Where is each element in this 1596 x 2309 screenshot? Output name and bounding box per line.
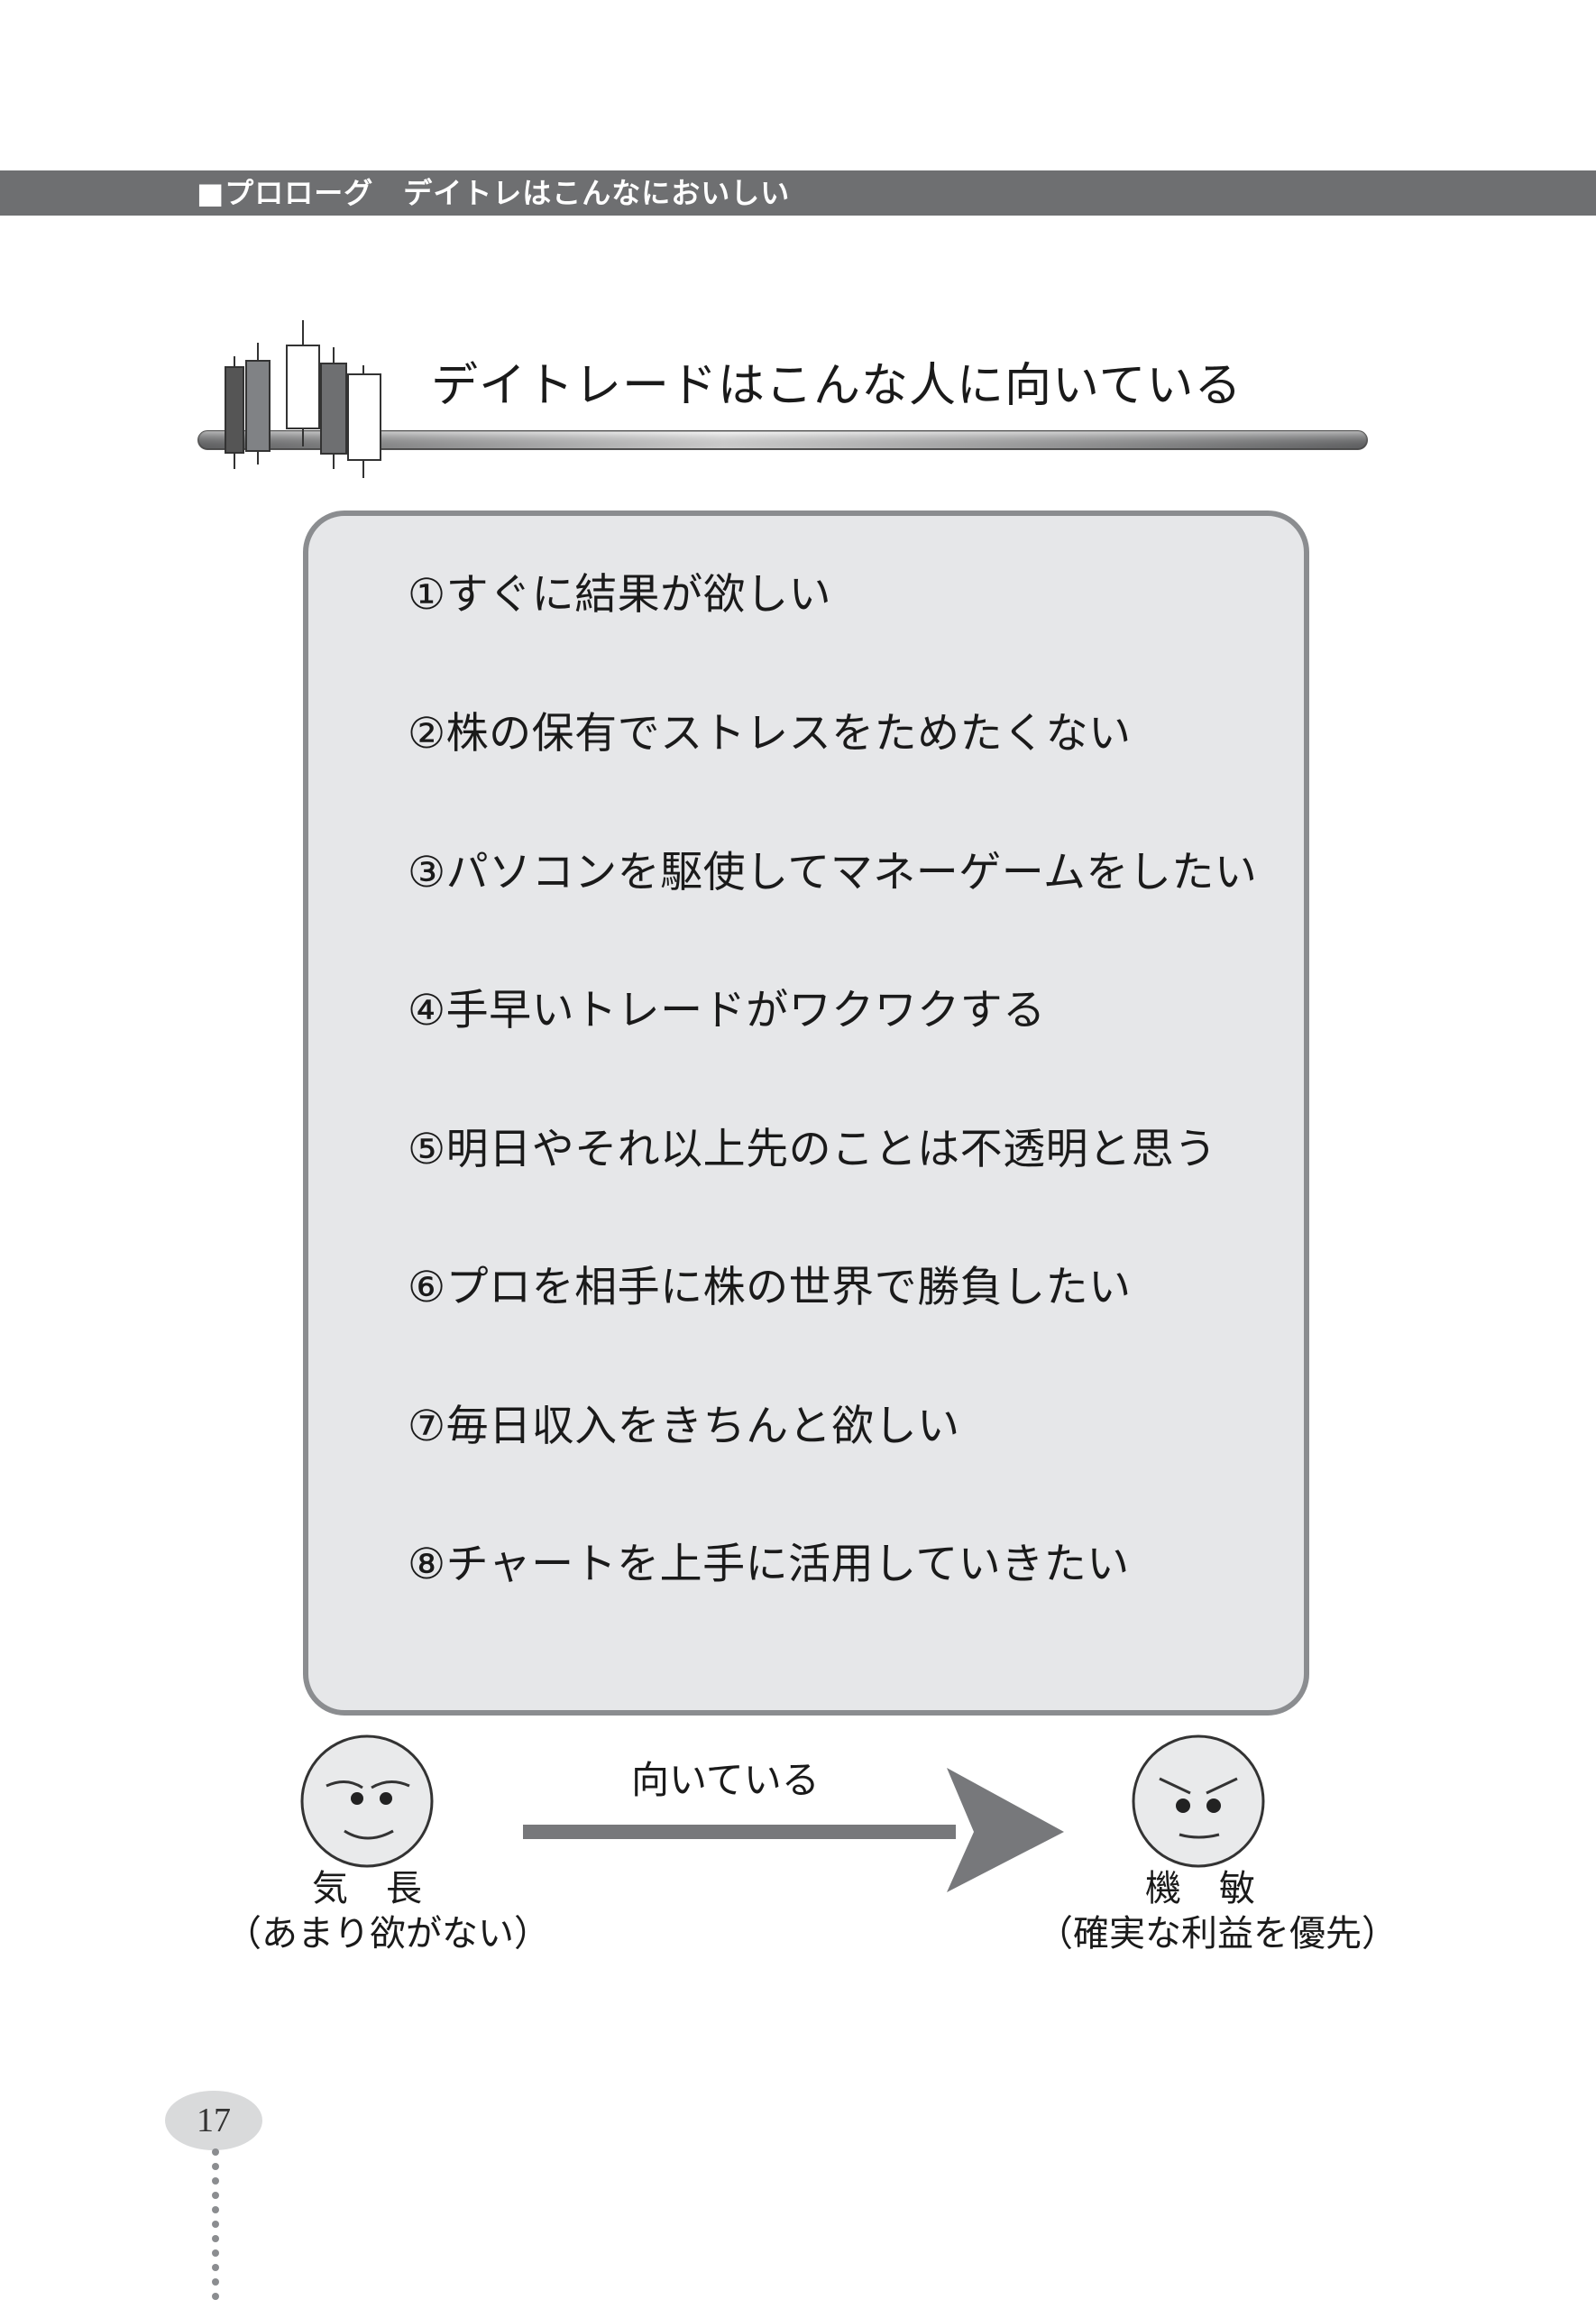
right-face-subtitle: （確実な利益を優先） [1037, 1913, 1398, 1955]
page-number: 17 [165, 2091, 262, 2150]
arrow-right-icon [523, 1768, 1064, 1892]
relaxed-face-icon [300, 1734, 434, 1868]
list-item: ①すぐに結果が欲しい [408, 570, 832, 620]
right-face-title: 機敏 [1145, 1868, 1293, 1909]
list-item: ⑤明日やそれ以上先のことは不透明と思う [408, 1125, 1217, 1174]
running-header-band [0, 170, 1596, 216]
list-item: ⑧チャートを上手に活用していきたい [408, 1540, 1130, 1589]
left-face-title: 気長 [312, 1868, 460, 1909]
list-item: ③パソコンを駆使してマネーゲームをしたい [408, 848, 1258, 897]
list-item: ⑥プロを相手に株の世界で勝負したい [408, 1263, 1132, 1312]
criteria-list-box: ①すぐに結果が欲しい ②株の保有でストレスをためたくない ③パソコンを駆使してマ… [303, 511, 1309, 1716]
dotted-line [212, 2148, 219, 2300]
left-face-subtitle: （あまり欲がない） [225, 1913, 550, 1955]
list-item: ②株の保有でストレスをためたくない [408, 709, 1132, 759]
candlestick-icon [225, 320, 381, 478]
arrow-label: 向いている [631, 1758, 820, 1802]
list-item: ⑦毎日収入をきちんと欲しい [408, 1402, 960, 1451]
title-decoration [197, 320, 1368, 478]
alert-face-icon [1132, 1734, 1265, 1868]
running-header-text: ■プロローグ デイトレはこんなにおいしい [197, 176, 791, 210]
section-title: デイトレードはこんな人に向いている [431, 359, 1243, 413]
list-item: ④手早いトレードがワクワクする [408, 986, 1046, 1035]
